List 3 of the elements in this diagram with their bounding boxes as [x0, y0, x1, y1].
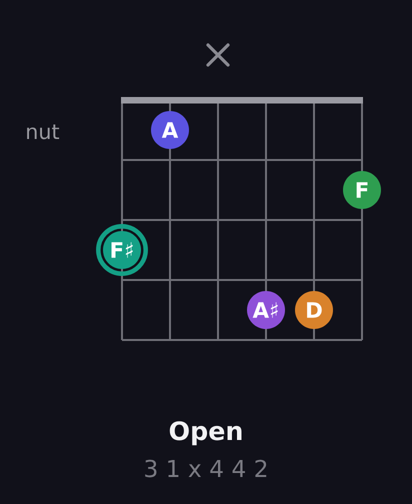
nut-label: nut [27, 124, 60, 140]
chord-title: Open [170, 421, 242, 446]
fingering-label: 3 1 x 4 4 2 [145, 460, 266, 478]
